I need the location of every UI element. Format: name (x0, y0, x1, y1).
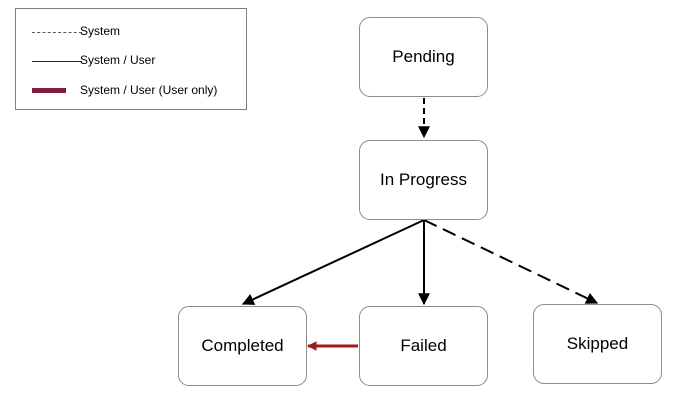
node-completed: Completed (178, 306, 307, 386)
node-label: In Progress (380, 170, 467, 189)
node-skipped: Skipped (533, 304, 662, 384)
node-in-progress: In Progress (359, 140, 488, 220)
node-label: Failed (400, 336, 447, 355)
legend-label: System / User (80, 53, 156, 67)
node-pending: Pending (359, 17, 488, 97)
edge-in-progress-to-completed (241, 219, 425, 305)
node-label: Completed (201, 336, 284, 355)
edge-in-progress-to-skipped (423, 219, 599, 304)
legend-label: System / User (User only) (80, 83, 218, 97)
thick-line-swatch (32, 88, 66, 93)
legend-label: System (80, 24, 121, 38)
node-label: Pending (392, 47, 455, 66)
solid-line-swatch (32, 61, 82, 62)
node-failed: Failed (359, 306, 488, 386)
node-label: Skipped (566, 334, 629, 353)
dashed-line-swatch (32, 32, 82, 33)
legend: System System / User System / User (User… (15, 8, 247, 110)
